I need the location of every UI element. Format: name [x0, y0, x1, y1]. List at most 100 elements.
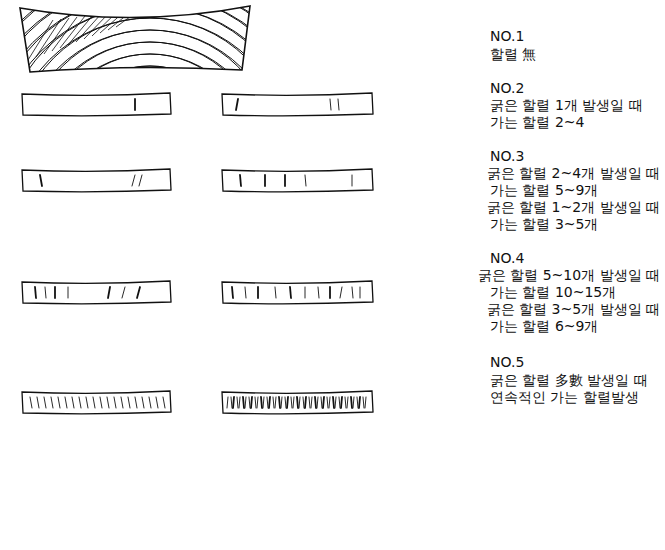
crack [299, 397, 300, 408]
grade-number: NO.4 [490, 250, 524, 266]
ring [44, 54, 256, 266]
ring [8, 18, 292, 302]
ring [100, 11, 125, 33]
ring [0, 0, 310, 314]
crack [257, 397, 258, 408]
crack [333, 397, 334, 408]
ring [44, 18, 69, 54]
crack [305, 287, 306, 298]
crack [309, 397, 310, 408]
ring [80, 90, 220, 230]
crack [264, 175, 266, 186]
ring [52, 17, 77, 51]
crack [45, 287, 46, 298]
grade-description: 가는 할렬 3~5개 [490, 216, 598, 232]
crack [93, 397, 95, 408]
ring [62, 66, 238, 242]
crack [339, 397, 340, 408]
crack [287, 397, 288, 408]
ring [74, 78, 226, 230]
crack [275, 287, 276, 298]
crack [329, 287, 331, 298]
crack [121, 397, 123, 408]
crack [255, 397, 256, 408]
crack [281, 397, 282, 408]
crack [353, 397, 354, 408]
crack [139, 175, 142, 186]
crack [321, 397, 322, 408]
board-section [22, 93, 171, 116]
crack [273, 397, 274, 408]
crack [347, 397, 348, 408]
grade-description: 연속적인 가는 할렬발생 [490, 389, 639, 405]
crack [156, 397, 158, 408]
crack [79, 397, 81, 408]
ring [0, 0, 328, 338]
crack [30, 397, 32, 408]
crack [236, 99, 238, 110]
ring [0, 0, 334, 338]
crack [290, 287, 291, 298]
grade-description: 굵은 할렬 3~5개 발생일 때 [487, 301, 660, 317]
ring [36, 19, 61, 57]
crack [359, 397, 360, 408]
crack [351, 397, 352, 408]
crack [72, 397, 74, 408]
ring [68, 15, 93, 45]
ring [14, 18, 286, 290]
grade-description: 굵은 할렬 1~2개 발생일 때 [487, 199, 660, 215]
grade-description: 굵은 할렬 5~10개 발생일 때 [478, 267, 660, 283]
crack [352, 287, 353, 298]
board-section [222, 281, 373, 304]
crack [149, 397, 151, 408]
board-section [222, 93, 373, 116]
grade-description: 할렬 無 [490, 46, 536, 62]
growth-rings [0, 0, 346, 350]
grade-description: 굵은 할렬 2~4개 발생일 때 [487, 165, 660, 181]
crack [35, 287, 36, 298]
crack [267, 397, 268, 408]
ring [20, 30, 280, 290]
crack [44, 397, 46, 408]
crack [245, 397, 246, 408]
crack [122, 287, 125, 298]
ring [76, 14, 101, 42]
crack [269, 397, 270, 408]
crack [330, 99, 331, 110]
crack [240, 175, 241, 186]
crack [341, 397, 342, 408]
ring [68, 78, 232, 242]
board-section [22, 281, 171, 304]
crack [137, 287, 140, 298]
board-section [222, 169, 373, 192]
crack [293, 397, 294, 408]
crack [237, 397, 238, 408]
crack [251, 397, 252, 408]
ring [32, 42, 268, 278]
ring [92, 12, 117, 36]
grade-number: NO.5 [490, 354, 524, 370]
crack [291, 397, 292, 408]
crack [352, 175, 353, 186]
ring [0, 0, 322, 326]
crack [329, 397, 330, 408]
grade-description: 가는 할렬 5~9개 [490, 182, 598, 198]
crack [51, 397, 53, 408]
board-section [22, 169, 171, 192]
grade-description: 가는 할렬 10~15개 [490, 284, 616, 300]
crack [233, 397, 234, 408]
crack [365, 397, 366, 408]
crack [40, 175, 42, 186]
crack [232, 287, 233, 298]
ring [60, 16, 85, 48]
crack [261, 397, 262, 408]
crack [360, 287, 361, 298]
crack [37, 397, 39, 408]
crack [249, 397, 250, 408]
ring [0, 6, 304, 314]
crack [305, 397, 306, 408]
crack [284, 175, 286, 186]
crack [327, 397, 328, 408]
crack [305, 175, 306, 186]
crack [54, 287, 56, 298]
